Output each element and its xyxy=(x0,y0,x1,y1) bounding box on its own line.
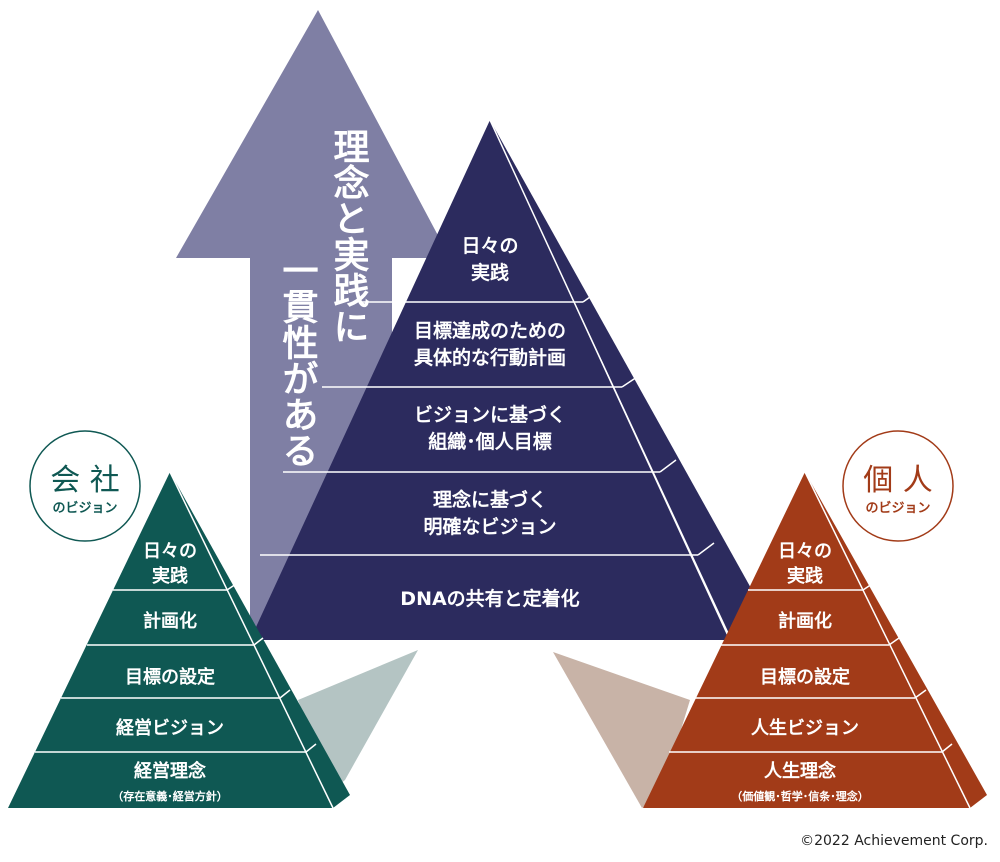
personal-badge-title: 個 人 xyxy=(863,463,933,498)
company-badge: 会 社 のビジョン xyxy=(29,430,141,542)
personal-badge-sub: のビジョン xyxy=(865,500,930,516)
personal-level-5-line1: 人生理念 xyxy=(764,760,836,782)
company-level-1-line2: 実践 xyxy=(152,565,188,587)
company-level-4-line1: 経営ビジョン xyxy=(116,717,224,739)
company-pyramid: 日々の 実践 計画化 目標の設定 経営ビジョン 経営理念 （存在意義･経営方針） xyxy=(8,471,350,809)
center-level-3-line2: 組織･個人目標 xyxy=(428,430,552,453)
arrow-text-line1: 理念と実践に xyxy=(328,128,370,344)
personal-level-1-line2: 実践 xyxy=(787,565,823,587)
company-level-2-line1: 計画化 xyxy=(143,610,197,632)
personal-badge: 個 人 のビジョン xyxy=(842,430,954,542)
company-level-5-line2: （存在意義･経営方針） xyxy=(112,789,228,803)
center-level-3-line1: ビジョンに基づく xyxy=(414,403,566,426)
company-level-5-line1: 経営理念 xyxy=(134,760,206,782)
center-level-2-line1: 目標達成のための xyxy=(414,319,566,342)
center-level-1-line1: 日々の xyxy=(461,235,518,257)
personal-pyramid: 日々の 実践 計画化 目標の設定 人生ビジョン 人生理念 （価値観･哲学･信条･… xyxy=(643,471,987,809)
personal-level-1-line1: 日々の xyxy=(778,541,832,562)
arrow-text-line2: 一貫性がある xyxy=(277,252,319,468)
personal-connector xyxy=(553,652,690,808)
company-level-3-line1: 目標の設定 xyxy=(125,666,215,688)
company-badge-title: 会 社 xyxy=(50,463,120,498)
personal-level-3-line1: 目標の設定 xyxy=(760,666,850,688)
center-level-2-line2: 具体的な行動計画 xyxy=(414,346,566,369)
personal-level-4-line1: 人生ビジョン xyxy=(751,717,859,739)
center-level-1-line2: 実践 xyxy=(471,261,509,284)
center-level-5-line1: DNAの共有と定着化 xyxy=(400,587,579,610)
personal-level-2-line1: 計画化 xyxy=(778,610,832,632)
personal-level-5-line2: （価値観･哲学･信条･理念） xyxy=(731,789,869,803)
center-level-4-line2: 明確なビジョン xyxy=(423,515,556,538)
company-level-1-line1: 日々の xyxy=(143,541,197,562)
copyright: ©2022 Achievement Corp. xyxy=(800,833,988,849)
center-level-4-line1: 理念に基づく xyxy=(433,488,547,511)
company-badge-sub: のビジョン xyxy=(52,500,117,516)
center-pyramid: 日々の 実践 目標達成のための 具体的な行動計画 ビジョンに基づく 組織･個人目… xyxy=(250,119,752,641)
